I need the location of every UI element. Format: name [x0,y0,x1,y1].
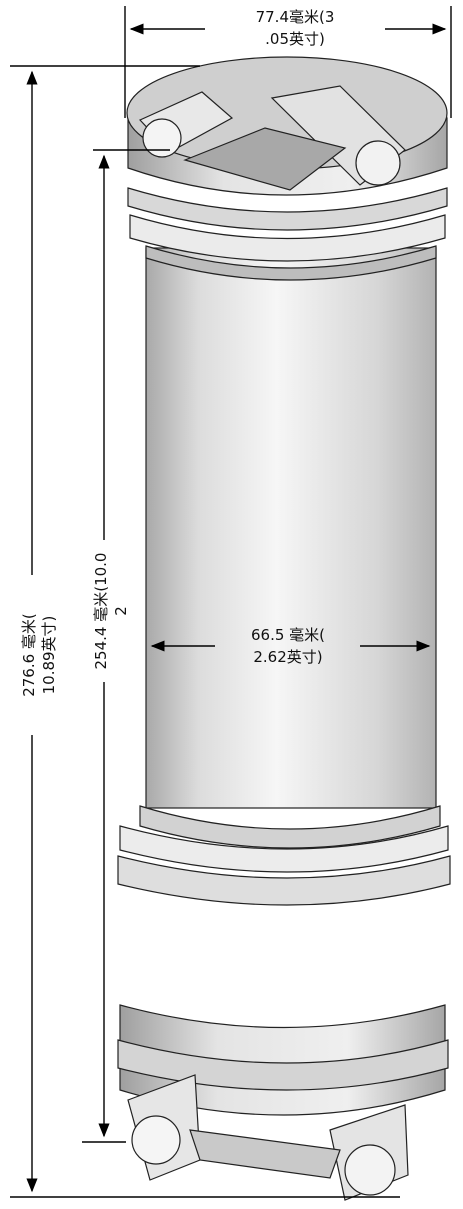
bottom-port-left-bore [131,1115,181,1165]
overall-height-label-line2: 10.89英寸) [40,616,58,695]
inner-height-label-line2: 2 [112,606,130,616]
upper-ring-1 [127,187,448,231]
cylinder-body [145,247,437,809]
dimension-lines [10,6,452,1198]
body-width-label-line2: 2.62英寸) [253,648,322,666]
bottom-head [119,1004,446,1116]
upper-ring-3 [145,245,437,281]
inner-height-label-line1: 254.4 毫米(10.0 [92,553,110,670]
top-port-left-bore [142,118,182,158]
lower-ring-2 [119,825,449,873]
top-width-label-line1: 77.4毫米(3 [256,8,335,26]
top-width-label-line2: .05英寸) [265,30,325,48]
bottom-port-right-bore [344,1144,396,1196]
top-port-right-bore [355,140,401,186]
bottom-ring [117,1039,449,1091]
filter-housing [117,56,451,1201]
dimension-labels: 77.4毫米(3 .05英寸) 66.5 毫米( 2.62英寸) 276.6 毫… [20,8,334,697]
lower-ring-1 [139,805,441,849]
top-center-plate [183,127,347,191]
bottom-web [189,1129,341,1179]
lower-ring-3 [117,855,451,906]
overall-height-label-line1: 276.6 毫米( [20,613,38,697]
upper-ring-2 [129,214,446,262]
body-width-label-line1: 66.5 毫米( [251,626,325,644]
